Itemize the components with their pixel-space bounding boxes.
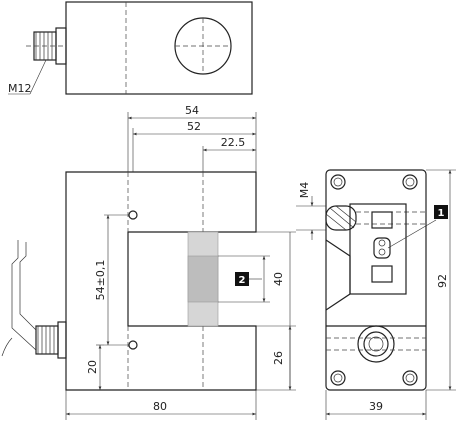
dim-m4: M4 — [298, 182, 311, 199]
dim-22-5: 22.5 — [221, 136, 246, 149]
indicator-panel — [349, 203, 407, 295]
dim-54-tol: 54±0,1 — [94, 260, 107, 301]
m12-leader — [29, 59, 47, 95]
connector-socket-outer — [357, 325, 395, 363]
dim-52: 52 — [187, 120, 201, 133]
led-housing — [373, 237, 391, 259]
indicator-upper — [371, 211, 393, 229]
mount-hole-bottom — [128, 340, 138, 350]
dim-40: 40 — [272, 272, 285, 286]
dim-54: 54 — [185, 104, 199, 117]
top-view-body — [65, 1, 253, 95]
front-view: 54 52 22.5 54±0,1 20 40 26 80 — [1, 104, 296, 420]
corner-screws — [330, 174, 418, 386]
indicator-lower — [371, 265, 393, 283]
m4-hatching — [325, 205, 357, 231]
side-view-body — [325, 169, 427, 391]
side-slant-face — [325, 239, 351, 311]
led-bottom — [378, 248, 386, 256]
m4-thread — [325, 205, 357, 231]
dim-92: 92 — [436, 274, 449, 288]
connector-socket-inner — [363, 331, 389, 357]
m12-label: M12 — [8, 82, 32, 95]
mount-hole-top — [128, 210, 138, 220]
front-connector — [1, 240, 67, 359]
callout-2-box — [235, 272, 249, 286]
callout-1-label: 1 — [438, 208, 445, 219]
top-view: M12 — [8, 1, 253, 95]
callout-1-leader — [387, 219, 437, 249]
beam-window-active — [187, 255, 219, 303]
callout-1-box — [434, 205, 448, 219]
top-connector — [26, 27, 67, 65]
dim-80: 80 — [153, 400, 167, 413]
dim-39: 39 — [369, 400, 383, 413]
side-view: M4 92 39 1 — [296, 169, 456, 420]
callout-2-label: 2 — [239, 275, 246, 286]
led-top — [378, 239, 386, 247]
dim-20: 20 — [86, 360, 99, 374]
connector-socket-core — [368, 336, 384, 352]
dim-26: 26 — [272, 351, 285, 365]
